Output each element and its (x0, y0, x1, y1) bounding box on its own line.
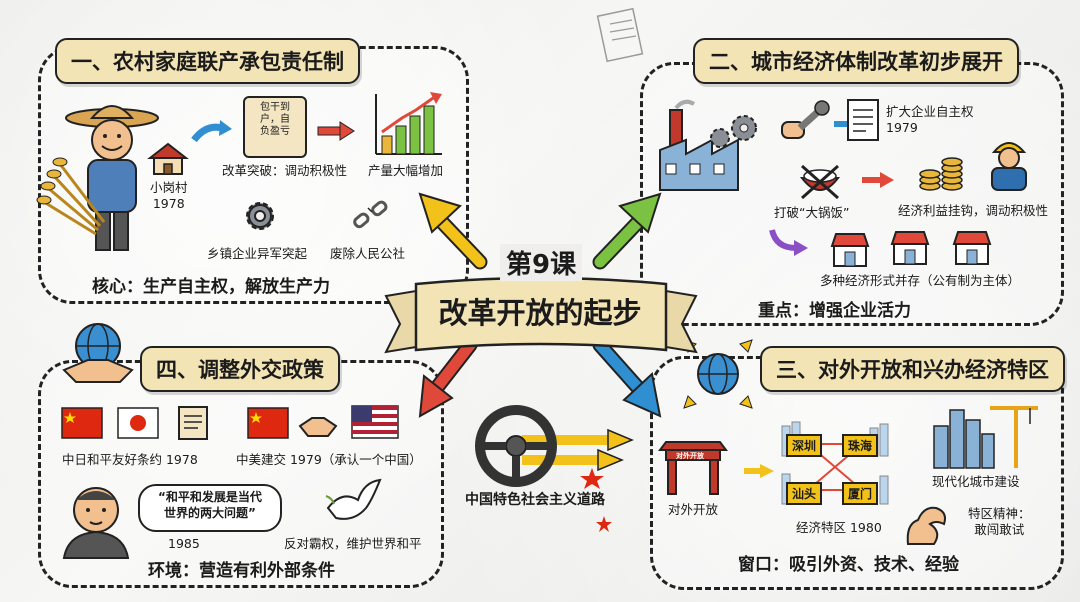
quote-bubble: “和平和发展是当代 世界的两大问题” (138, 484, 282, 532)
paper-sketch-icon (592, 8, 662, 68)
broken-chain-icon (350, 196, 390, 236)
iron-bowl-label: 打破“大锅饭” (774, 205, 849, 221)
zone-city-zhuhai: 珠海 (842, 434, 878, 457)
shop-icon (890, 230, 930, 266)
worker-icon (984, 136, 1034, 192)
zone-city-shenzhen: 深圳 (786, 434, 822, 457)
socialist-road-label: 中国特色社会主义道路 (465, 492, 605, 510)
handshake-icon (298, 412, 338, 438)
coins-icon (918, 148, 968, 192)
quote-text: “和平和发展是当代 世界的两大问题” (140, 486, 280, 521)
commune-label: 废除人民公社 (330, 246, 405, 262)
panel2-title: 二、城市经济体制改革初步展开 (693, 38, 1019, 84)
dove-icon (324, 478, 382, 524)
gate-label: 对外开放 (668, 502, 718, 518)
lesson-number: 第9课 (500, 244, 582, 281)
lesson-title: 改革开放的起步 (432, 290, 648, 332)
breakthrough-label: 改革突破：调动积极性 (222, 163, 347, 179)
steering-wheel-icon (462, 400, 642, 496)
arrow-purple-icon (770, 228, 810, 256)
factory-icon (656, 104, 766, 194)
wrench-hand-icon (780, 100, 832, 144)
china-flag-icon (62, 408, 102, 438)
arrow-yellow-icon (744, 464, 774, 478)
gate-icon (658, 440, 728, 496)
environment-label: 环境：营造有利外部条件 (148, 556, 335, 581)
china-flag-icon (248, 408, 288, 438)
arrow-red-icon (318, 122, 354, 140)
globe-handshake-icon (60, 320, 136, 386)
spirit-label: 特区精神： 敢闯敢试 (968, 506, 1031, 537)
linkage-label: 经济利益挂钩，调动积极性 (898, 203, 1048, 219)
village-label: 小岗村 1978 (150, 180, 188, 211)
zone-city-xiamen: 厦门 (842, 482, 878, 505)
china-japan-treaty-label: 中日和平友好条约 1978 (62, 452, 198, 468)
skyline-crane-icon (930, 400, 1040, 470)
quote-year-label: 1985 (168, 536, 200, 552)
arrow-red-icon (862, 172, 894, 188)
document-icon (846, 98, 880, 142)
panel1-title: 一、农村家庭联产承包责任制 (55, 38, 360, 84)
gear-icon (240, 196, 280, 236)
panel3-title: 三、对外开放和兴办经济特区 (760, 346, 1065, 392)
flexed-arm-icon (904, 502, 954, 548)
economic-forms-label: 多种经济形式并存（公有制为主体） (820, 273, 1020, 289)
treaty-scroll-icon (176, 404, 210, 442)
usa-flag-icon (352, 406, 398, 438)
opening-window-label: 窗口：吸引外资、技术、经验 (738, 550, 959, 575)
panel4-title: 四、调整外交政策 (140, 346, 340, 392)
china-usa-relations-label: 中美建交 1979（承认一个中国） (236, 452, 422, 468)
anti-hegemony-label: 反对霸权，维护世界和平 (284, 536, 422, 552)
deng-portrait (58, 478, 134, 558)
arrow-blue-icon (192, 120, 232, 144)
township-label: 乡镇企业异军突起 (207, 246, 307, 262)
rice-bowl-crossed-icon (798, 162, 842, 202)
bar-chart-icon (372, 92, 444, 156)
zones-label: 经济特区 1980 (796, 520, 882, 536)
small-star-icon (596, 516, 612, 532)
gate-sign: 对外开放 (676, 451, 704, 461)
rural-core-label: 核心：生产自主权，解放生产力 (92, 272, 330, 297)
modern-city-label: 现代化城市建设 (932, 474, 1020, 490)
contract-scroll: 包干到 户，自 负盈亏 (243, 96, 307, 158)
japan-flag-icon (118, 408, 158, 438)
shop-icon (952, 230, 992, 266)
autonomy-label: 扩大企业自主权 1979 (886, 104, 974, 135)
output-label: 产量大幅增加 (368, 163, 443, 179)
scroll-text: 包干到 户，自 负盈亏 (245, 98, 305, 138)
shop-icon (830, 232, 870, 268)
house-icon (148, 142, 188, 176)
zone-city-shantou: 汕头 (786, 482, 822, 505)
urban-focus-label: 重点：增强企业活力 (758, 296, 911, 321)
